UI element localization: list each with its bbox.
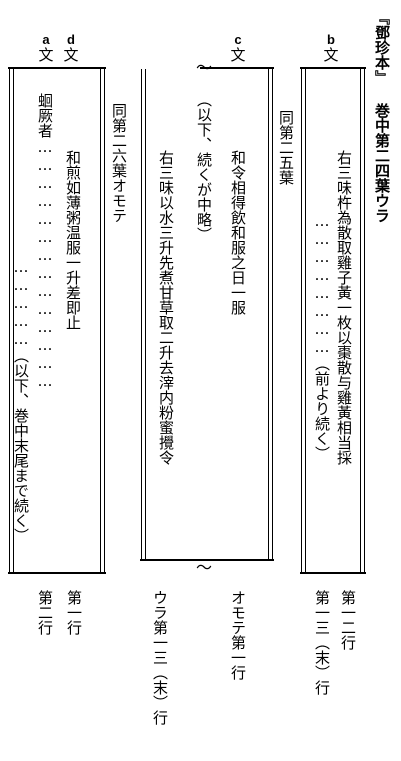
- ref-c-omote-line-1: オモテ第一行: [229, 590, 247, 680]
- box-b-note: ……………………（前より続く）: [313, 212, 331, 461]
- box-c-border-left-inner: [145, 69, 146, 561]
- label-b-letter: b: [327, 32, 335, 47]
- top-tilde: ～: [196, 58, 213, 77]
- box-c-border-right-inner: [268, 69, 269, 561]
- ref-b-line-12: 第一二行: [339, 590, 357, 650]
- label-a: a 文: [35, 33, 57, 63]
- bottom-tilde: ～: [196, 558, 213, 577]
- box-b-bottom: [300, 572, 366, 574]
- box-b-border-left-inner: [305, 69, 306, 574]
- top-rule-ad: [8, 67, 106, 69]
- label-a-letter: a: [42, 32, 50, 47]
- ref-c-ura-line-13: ウラ第一三（末）行: [151, 590, 169, 725]
- box-b-border-right-outer: [364, 69, 365, 574]
- box-c-border-left-outer: [141, 69, 142, 561]
- label-c-letter: c: [234, 32, 242, 47]
- label-a-word: 文: [38, 46, 54, 64]
- box-ad-text-line-1: 和煎如薄粥温服一升差即止: [64, 150, 82, 330]
- folio-label-26: 同第二六葉オモテ: [110, 103, 128, 223]
- label-c: c 文: [227, 33, 249, 63]
- label-b: b 文: [320, 33, 342, 63]
- box-c-text-line-2: 右三味以水三升先煮甘草取二升去滓内粉蜜攪令: [157, 150, 175, 465]
- top-rule-b: [300, 67, 366, 69]
- box-ad-border-right-outer: [104, 69, 105, 574]
- ref-a-line-1: 第一行: [65, 590, 83, 635]
- ref-d-line-2: 第二行: [36, 590, 54, 635]
- box-c-bottom: [140, 559, 274, 561]
- box-c-text-line-1: 和令相得飲和服之日一服: [229, 150, 247, 315]
- ref-b-line-13: 第一三（末）行: [313, 590, 331, 695]
- label-d-letter: d: [67, 32, 75, 47]
- box-ad-note: ……………（以下、巻中末尾まで続く）: [12, 258, 30, 543]
- label-d: d 文: [60, 33, 82, 63]
- box-b-text-line: 右三味杵為散取雞子黃一枚以棗散与雞黃相当採: [335, 150, 353, 465]
- box-ad-text-line-2: 蛔厥者……………………………………: [36, 93, 54, 390]
- box-ad-border-left-outer: [9, 69, 10, 574]
- label-c-word: 文: [230, 46, 246, 64]
- label-b-word: 文: [323, 46, 339, 64]
- box-c-note: （以下、続くが中略）: [195, 92, 213, 242]
- box-b-border-right-inner: [360, 69, 361, 574]
- folio-label-25: 同第二五葉: [277, 110, 295, 185]
- box-ad-border-right-inner: [100, 69, 101, 574]
- box-b-border-left-outer: [301, 69, 302, 574]
- label-d-word: 文: [63, 46, 79, 64]
- box-ad-border-left-inner: [13, 69, 14, 574]
- top-rule-c: [200, 67, 274, 69]
- box-ad-bottom: [8, 572, 106, 574]
- box-c-border-right-outer: [272, 69, 273, 561]
- page-title: 『鄧珍本』 巻中第二四葉ウラ: [373, 10, 391, 223]
